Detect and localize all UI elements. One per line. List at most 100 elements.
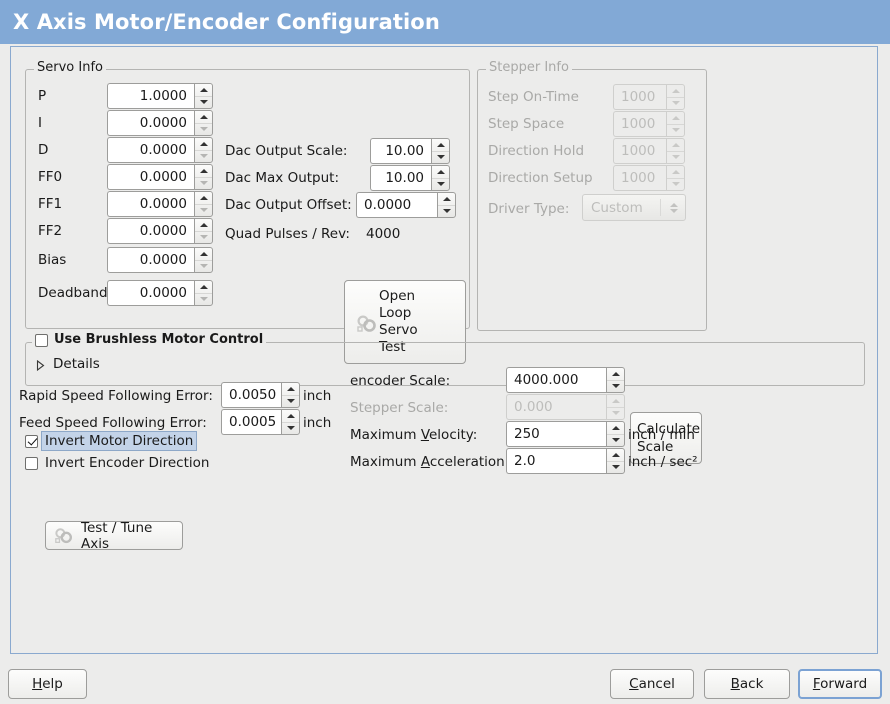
spin-down-icon[interactable] bbox=[195, 124, 212, 136]
servo-spin-d[interactable]: 0.0000 bbox=[107, 137, 213, 163]
invert-encoder-direction-checkbox[interactable] bbox=[25, 456, 38, 470]
maximum-velocity-spin[interactable]: 250 bbox=[506, 421, 625, 447]
spin-down-icon[interactable] bbox=[607, 435, 624, 447]
spin-up-icon[interactable] bbox=[607, 449, 624, 462]
dac-output-scale-value[interactable]: 10.00 bbox=[370, 138, 431, 164]
forward-button[interactable]: Forward bbox=[798, 669, 882, 699]
servo-value-i[interactable]: 0.0000 bbox=[107, 110, 194, 136]
spin-up-icon[interactable] bbox=[195, 84, 212, 97]
spin-down-icon[interactable] bbox=[282, 423, 299, 435]
spin-up-icon[interactable] bbox=[195, 281, 212, 294]
spin-up-icon[interactable] bbox=[195, 219, 212, 232]
invert-motor-direction-row[interactable]: Invert Motor Direction bbox=[25, 431, 198, 451]
dac-output-offset-value[interactable]: 0.0000 bbox=[356, 192, 437, 218]
invert-motor-direction-label[interactable]: Invert Motor Direction bbox=[40, 431, 198, 451]
spin-down-icon[interactable] bbox=[195, 261, 212, 273]
servo-spin-ff1[interactable]: 0.0000 bbox=[107, 191, 213, 217]
spin-up-icon[interactable] bbox=[432, 139, 449, 152]
servo-spin-buttons-i[interactable] bbox=[194, 110, 213, 136]
spin-buttons[interactable] bbox=[606, 421, 625, 447]
servo-spin-i[interactable]: 0.0000 bbox=[107, 110, 213, 136]
dac-output-scale-spin[interactable]: 10.00 bbox=[370, 138, 450, 164]
servo-spin-ff0[interactable]: 0.0000 bbox=[107, 164, 213, 190]
servo-spin-buttons-d[interactable] bbox=[194, 137, 213, 163]
spin-up-icon[interactable] bbox=[195, 192, 212, 205]
servo-value-bias[interactable]: 0.0000 bbox=[107, 247, 194, 273]
open-loop-servo-test-button[interactable]: Open Loop Servo Test bbox=[344, 280, 466, 364]
servo-spin-ff2[interactable]: 0.0000 bbox=[107, 218, 213, 244]
spin-down-icon[interactable] bbox=[607, 462, 624, 474]
invert-encoder-direction-row[interactable]: Invert Encoder Direction bbox=[25, 455, 209, 471]
spin-up-icon[interactable] bbox=[432, 166, 449, 179]
spin-down-icon[interactable] bbox=[195, 232, 212, 244]
spin-up-icon[interactable] bbox=[282, 383, 299, 396]
spin-buttons[interactable] bbox=[606, 448, 625, 474]
spin-up-icon[interactable] bbox=[607, 422, 624, 435]
spin-down-icon[interactable] bbox=[438, 206, 455, 218]
spin-down-icon[interactable] bbox=[432, 152, 449, 164]
spin-buttons[interactable] bbox=[437, 192, 456, 218]
feed-speed-error-value[interactable]: 0.0005 bbox=[221, 409, 281, 435]
spin-up-icon[interactable] bbox=[195, 165, 212, 178]
spin-buttons[interactable] bbox=[281, 409, 300, 435]
back-button[interactable]: Back bbox=[704, 669, 790, 699]
test-tune-axis-button[interactable]: Test / Tune Axis bbox=[45, 520, 183, 552]
spin-down-icon[interactable] bbox=[195, 178, 212, 190]
rapid-speed-error-value[interactable]: 0.0050 bbox=[221, 382, 281, 408]
servo-value-ff2[interactable]: 0.0000 bbox=[107, 218, 194, 244]
encoder-scale-value[interactable]: 4000.000 bbox=[506, 367, 606, 393]
servo-spin-p[interactable]: 1.0000 bbox=[107, 83, 213, 109]
maximum-acceleration-spin[interactable]: 2.0 bbox=[506, 448, 625, 474]
dac-max-output-value[interactable]: 10.00 bbox=[370, 165, 431, 191]
servo-label-ff2: FF2 bbox=[38, 223, 63, 239]
combo-chevron-icon bbox=[670, 202, 678, 213]
servo-spin-buttons-ff1[interactable] bbox=[194, 191, 213, 217]
spin-down-icon[interactable] bbox=[195, 294, 212, 306]
spin-buttons[interactable] bbox=[606, 367, 625, 393]
servo-spin-buttons-bias[interactable] bbox=[194, 247, 213, 273]
servo-value-deadband[interactable]: 0.0000 bbox=[107, 280, 194, 306]
spin-up-icon[interactable] bbox=[195, 248, 212, 261]
rapid-speed-error-spin[interactable]: 0.0050 bbox=[221, 382, 300, 408]
spin-buttons[interactable] bbox=[431, 138, 450, 164]
spin-down-icon[interactable] bbox=[282, 396, 299, 408]
spin-down-icon[interactable] bbox=[195, 151, 212, 163]
open-loop-line-2: Loop bbox=[379, 305, 412, 321]
maximum-velocity-value[interactable]: 250 bbox=[506, 421, 606, 447]
spin-up-icon[interactable] bbox=[195, 138, 212, 151]
servo-spin-buttons-p[interactable] bbox=[194, 83, 213, 109]
servo-value-p[interactable]: 1.0000 bbox=[107, 83, 194, 109]
servo-value-d[interactable]: 0.0000 bbox=[107, 137, 194, 163]
back-rest: ack bbox=[739, 676, 764, 692]
dac-max-output-spin[interactable]: 10.00 bbox=[370, 165, 450, 191]
servo-spin-deadband[interactable]: 0.0000 bbox=[107, 280, 213, 306]
spin-down-icon[interactable] bbox=[607, 381, 624, 393]
spin-up-icon[interactable] bbox=[438, 193, 455, 206]
spin-buttons[interactable] bbox=[281, 382, 300, 408]
calculate-scale-button[interactable]: Calculate Scale bbox=[630, 412, 702, 464]
servo-info-legend: Servo Info bbox=[34, 61, 106, 75]
feed-speed-error-spin[interactable]: 0.0005 bbox=[221, 409, 300, 435]
servo-spin-buttons-ff0[interactable] bbox=[194, 164, 213, 190]
cancel-button[interactable]: Cancel bbox=[610, 669, 694, 699]
servo-value-ff0[interactable]: 0.0000 bbox=[107, 164, 194, 190]
invert-encoder-direction-label[interactable]: Invert Encoder Direction bbox=[45, 455, 210, 471]
spin-up-icon[interactable] bbox=[195, 111, 212, 124]
servo-spin-buttons-ff2[interactable] bbox=[194, 218, 213, 244]
spin-down-icon[interactable] bbox=[195, 205, 212, 217]
spin-down-icon[interactable] bbox=[195, 97, 212, 109]
maximum-acceleration-value[interactable]: 2.0 bbox=[506, 448, 606, 474]
use-brushless-motor-checkbox[interactable] bbox=[35, 333, 48, 347]
servo-value-ff1[interactable]: 0.0000 bbox=[107, 191, 194, 217]
servo-spin-bias[interactable]: 0.0000 bbox=[107, 247, 213, 273]
help-button[interactable]: Help bbox=[8, 669, 87, 699]
servo-spin-buttons-deadband[interactable] bbox=[194, 280, 213, 306]
spin-up-icon[interactable] bbox=[607, 368, 624, 381]
spin-down-icon[interactable] bbox=[432, 179, 449, 191]
encoder-scale-spin[interactable]: 4000.000 bbox=[506, 367, 625, 393]
details-expander[interactable]: Details bbox=[36, 356, 100, 372]
invert-motor-direction-checkbox[interactable] bbox=[25, 434, 38, 448]
spin-up-icon[interactable] bbox=[282, 410, 299, 423]
dac-output-offset-spin[interactable]: 0.0000 bbox=[356, 192, 456, 218]
spin-buttons[interactable] bbox=[431, 165, 450, 191]
